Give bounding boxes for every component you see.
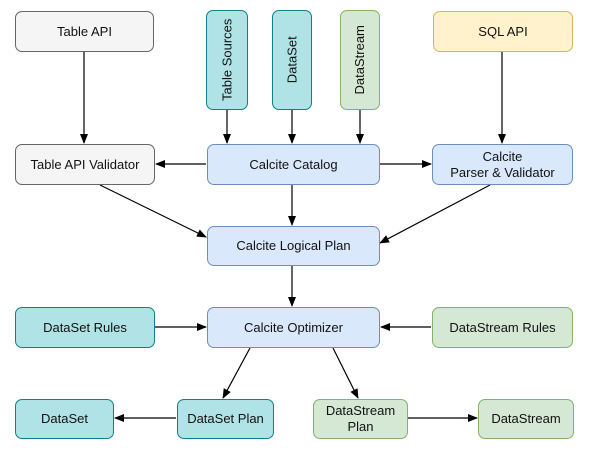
table-sources-node: Table Sources <box>206 10 248 110</box>
datastream-rules-node: DataStream Rules <box>432 307 573 348</box>
table-sources-label: Table Sources <box>219 18 235 102</box>
dataset-rules-node: DataSet Rules <box>15 307 155 348</box>
dataset-plan-node: DataSet Plan <box>177 399 274 439</box>
calcite-catalog-node: Calcite Catalog <box>207 144 380 185</box>
table-api-node: Table API <box>15 11 154 52</box>
sql-api-node: SQL API <box>433 11 573 52</box>
dataset-source-label: DataSet <box>284 36 300 84</box>
dataset-source-node: DataSet <box>272 10 312 110</box>
table-api-validator-node: Table API Validator <box>15 144 155 185</box>
dataset-output-node: DataSet <box>15 399 114 439</box>
edge-validator-to-logical-plan <box>99 184 207 238</box>
edge-optimizer-to-dataset-plan <box>222 347 251 399</box>
edge-optimizer-to-datastream-plan <box>332 347 359 399</box>
datastream-source-node: DataStream <box>340 10 380 110</box>
datastream-output-node: DataStream <box>478 399 574 439</box>
datastream-plan-node: DataStream Plan <box>313 399 408 439</box>
datastream-source-label: DataStream <box>352 25 368 95</box>
calcite-logical-plan-node: Calcite Logical Plan <box>207 226 380 266</box>
edge-parser-to-logical-plan <box>379 184 491 244</box>
calcite-optimizer-node: Calcite Optimizer <box>207 307 380 348</box>
calcite-parser-validator-node: Calcite Parser & Validator <box>432 144 573 185</box>
